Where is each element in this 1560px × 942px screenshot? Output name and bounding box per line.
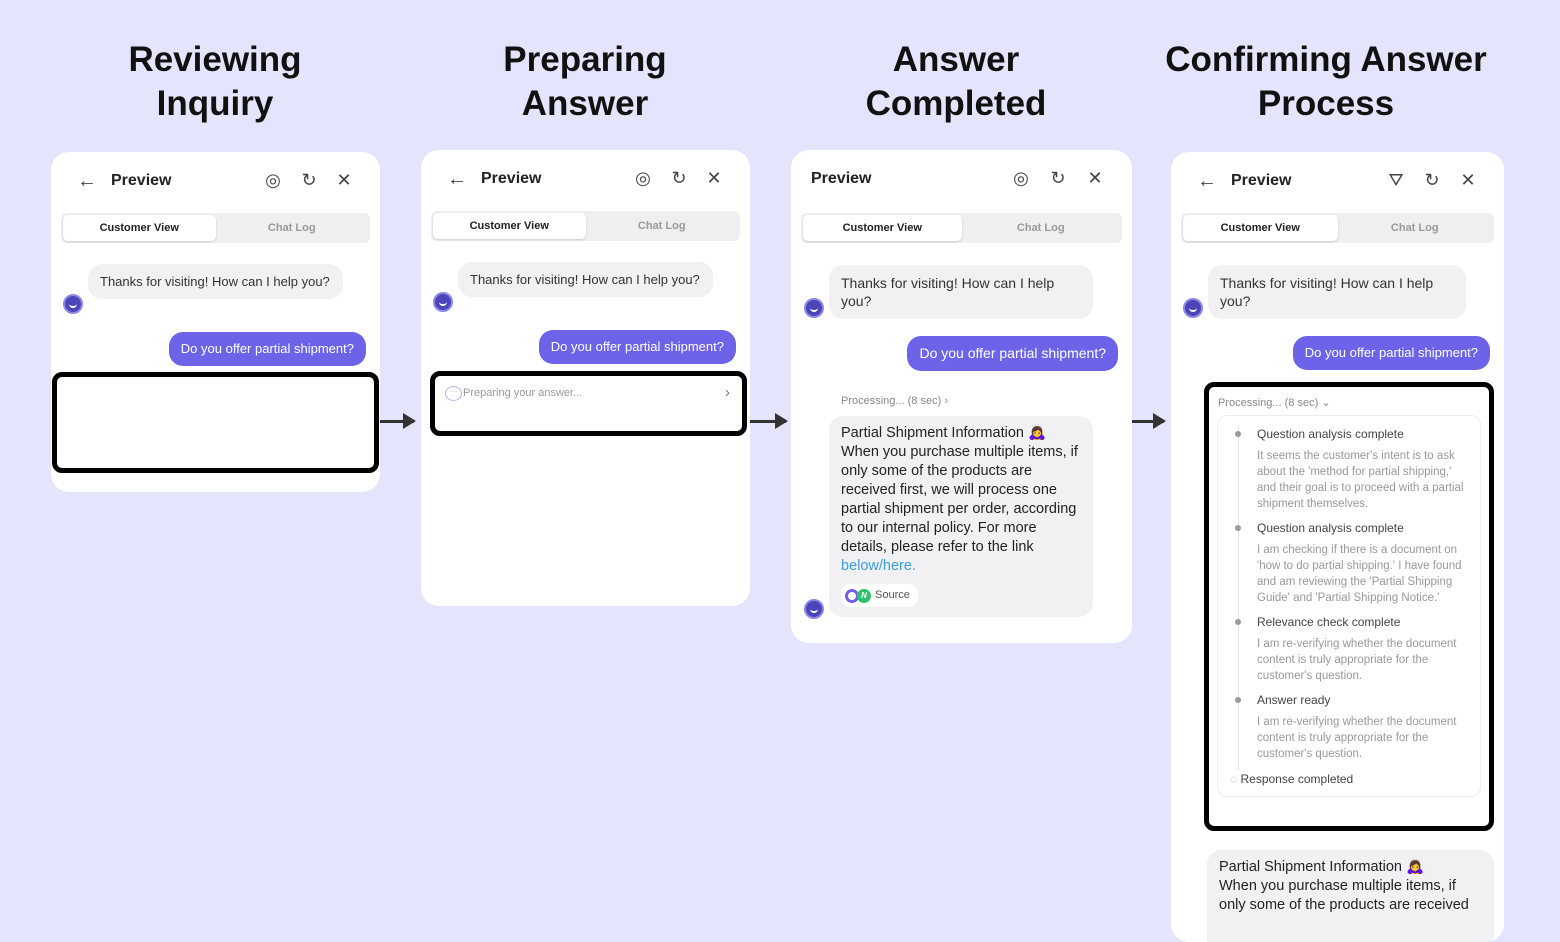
preview-panel-confirming: ← Preview ⛛ ↻ ✕ Customer View Chat Log Th… bbox=[1171, 152, 1504, 942]
tab-customer-view[interactable]: Customer View bbox=[1183, 215, 1338, 241]
bot-avatar-icon bbox=[63, 294, 83, 314]
refresh-icon[interactable]: ↻ bbox=[301, 170, 317, 190]
chevron-right-icon: › bbox=[944, 395, 948, 407]
bot-message: Thanks for visiting! How can I help you? bbox=[88, 264, 343, 299]
bot-message: Thanks for visiting! How can I help you? bbox=[829, 265, 1093, 319]
panel-title: Preview bbox=[1231, 172, 1292, 189]
chevron-down-icon: ⌄ bbox=[1321, 397, 1331, 409]
step-description: I am checking if there is a document on … bbox=[1257, 544, 1462, 604]
preview-panel-preparing: ← Preview ◎ ↻ ✕ Customer View Chat Log Th… bbox=[421, 150, 750, 606]
response-completed-label: Response completed bbox=[1240, 772, 1354, 786]
bot-message: Thanks for visiting! How can I help you? bbox=[1208, 265, 1466, 319]
naver-logo-icon: N bbox=[857, 588, 871, 603]
close-icon[interactable]: ✕ bbox=[1087, 168, 1103, 188]
step-description: I am re-verifying whether the document c… bbox=[1257, 716, 1457, 760]
close-icon[interactable]: ✕ bbox=[1460, 170, 1476, 190]
process-step: Question analysis complete I am checking … bbox=[1235, 520, 1470, 614]
refresh-icon[interactable]: ↻ bbox=[1050, 168, 1066, 188]
preview-panel-reviewing: ← Preview ◎ ↻ ✕ Customer View Chat Log Th… bbox=[51, 152, 380, 492]
tab-customer-view[interactable]: Customer View bbox=[803, 215, 962, 241]
user-circle-icon[interactable]: ◎ bbox=[265, 170, 281, 190]
user-message: Do you offer partial shipment? bbox=[538, 330, 736, 364]
bot-avatar-icon bbox=[1183, 298, 1203, 318]
bot-message: Thanks for visiting! How can I help you? bbox=[458, 262, 713, 297]
back-arrow-icon[interactable]: ← bbox=[77, 170, 97, 192]
source-chip[interactable]: N Source bbox=[841, 584, 918, 607]
answer-body: When you purchase multiple items, if onl… bbox=[841, 444, 1078, 555]
tab-chat-log[interactable]: Chat Log bbox=[1390, 222, 1439, 234]
processing-toggle[interactable]: Processing... (8 sec) › bbox=[841, 395, 948, 407]
step-title: Question analysis complete bbox=[1257, 427, 1404, 441]
step-description: I am re-verifying whether the document c… bbox=[1257, 638, 1457, 682]
preview-panel-completed: Preview ◎ ↻ ✕ Customer View Chat Log Than… bbox=[791, 150, 1132, 643]
processing-details-box: Processing... (8 sec) ⌄ Question analysi… bbox=[1204, 382, 1494, 831]
close-icon[interactable]: ✕ bbox=[336, 170, 352, 190]
chat-dots-icon: ··· bbox=[445, 386, 462, 401]
process-step: Answer ready I am re-verifying whether th… bbox=[1235, 692, 1470, 770]
tab-customer-view[interactable]: Customer View bbox=[433, 213, 586, 239]
tab-chat-log[interactable]: Chat Log bbox=[267, 222, 316, 234]
tab-chat-log[interactable]: Chat Log bbox=[637, 220, 686, 232]
preparing-text: Preparing your answer... bbox=[463, 387, 583, 399]
answer-message: Partial Shipment Information 🙇‍♀️ When y… bbox=[829, 416, 1093, 617]
answer-body: When you purchase multiple items, if onl… bbox=[1219, 878, 1469, 913]
bot-avatar-icon bbox=[433, 292, 453, 312]
step-title: Relevance check complete bbox=[1257, 615, 1401, 629]
user-message: Do you offer partial shipment? bbox=[168, 332, 366, 366]
flow-arrow bbox=[1132, 413, 1166, 429]
refresh-icon[interactable]: ↻ bbox=[671, 168, 687, 188]
stage-title-2: Preparing Answer bbox=[503, 40, 667, 123]
processing-text: Processing... (8 sec) bbox=[841, 395, 942, 407]
stage-title-4: Confirming Answer Process bbox=[1165, 40, 1487, 123]
chevron-right-icon[interactable]: › bbox=[725, 384, 730, 401]
user-circle-icon[interactable]: ◎ bbox=[635, 168, 651, 188]
flow-arrow bbox=[380, 413, 416, 429]
user-message: Do you offer partial shipment? bbox=[1292, 336, 1490, 370]
user-message: Do you offer partial shipment? bbox=[907, 336, 1118, 371]
processing-text: Processing... (8 sec) bbox=[1218, 397, 1319, 409]
answer-link[interactable]: below/here. bbox=[841, 558, 916, 574]
refresh-icon[interactable]: ↻ bbox=[1424, 170, 1440, 190]
bot-avatar-icon bbox=[804, 599, 824, 619]
process-step: Relevance check complete I am re-verifyin… bbox=[1235, 614, 1470, 692]
step-description: It seems the customer's intent is to ask… bbox=[1257, 450, 1464, 510]
stage-title-3: Answer Completed bbox=[865, 40, 1047, 123]
response-completed: ◌ Response completed bbox=[1230, 770, 1470, 796]
step-title: Answer ready bbox=[1257, 693, 1331, 707]
process-steps: Question analysis complete It seems the c… bbox=[1217, 415, 1481, 797]
user-circle-icon[interactable]: ◎ bbox=[1013, 168, 1029, 188]
preparing-answer-box[interactable]: ··· Preparing your answer... › bbox=[430, 371, 747, 436]
highlight-empty-response bbox=[52, 372, 379, 473]
step-title: Question analysis complete bbox=[1257, 521, 1404, 535]
flow-arrow bbox=[750, 413, 788, 429]
close-icon[interactable]: ✕ bbox=[706, 168, 722, 188]
filter-icon[interactable]: ⛛ bbox=[1388, 170, 1404, 190]
stage-title-1: Reviewing Inquiry bbox=[128, 40, 302, 123]
bot-avatar-icon bbox=[804, 298, 824, 318]
answer-message: Partial Shipment Information 🙇‍♀️ When y… bbox=[1207, 850, 1494, 942]
answer-title: Partial Shipment Information 🙇‍♀️ bbox=[841, 425, 1047, 441]
source-label: Source bbox=[875, 589, 910, 601]
process-step: Question analysis complete It seems the c… bbox=[1235, 426, 1470, 520]
back-arrow-icon[interactable]: ← bbox=[447, 168, 467, 190]
panel-title: Preview bbox=[111, 172, 172, 189]
check-circle-icon: ◌ bbox=[1230, 772, 1238, 786]
back-arrow-icon[interactable]: ← bbox=[1197, 170, 1217, 192]
panel-title: Preview bbox=[481, 170, 542, 187]
answer-title: Partial Shipment Information 🙇‍♀️ bbox=[1219, 859, 1425, 875]
tab-chat-log[interactable]: Chat Log bbox=[1016, 222, 1065, 234]
tab-customer-view[interactable]: Customer View bbox=[63, 215, 216, 241]
processing-toggle[interactable]: Processing... (8 sec) ⌄ bbox=[1218, 396, 1331, 409]
panel-title: Preview bbox=[811, 170, 872, 187]
